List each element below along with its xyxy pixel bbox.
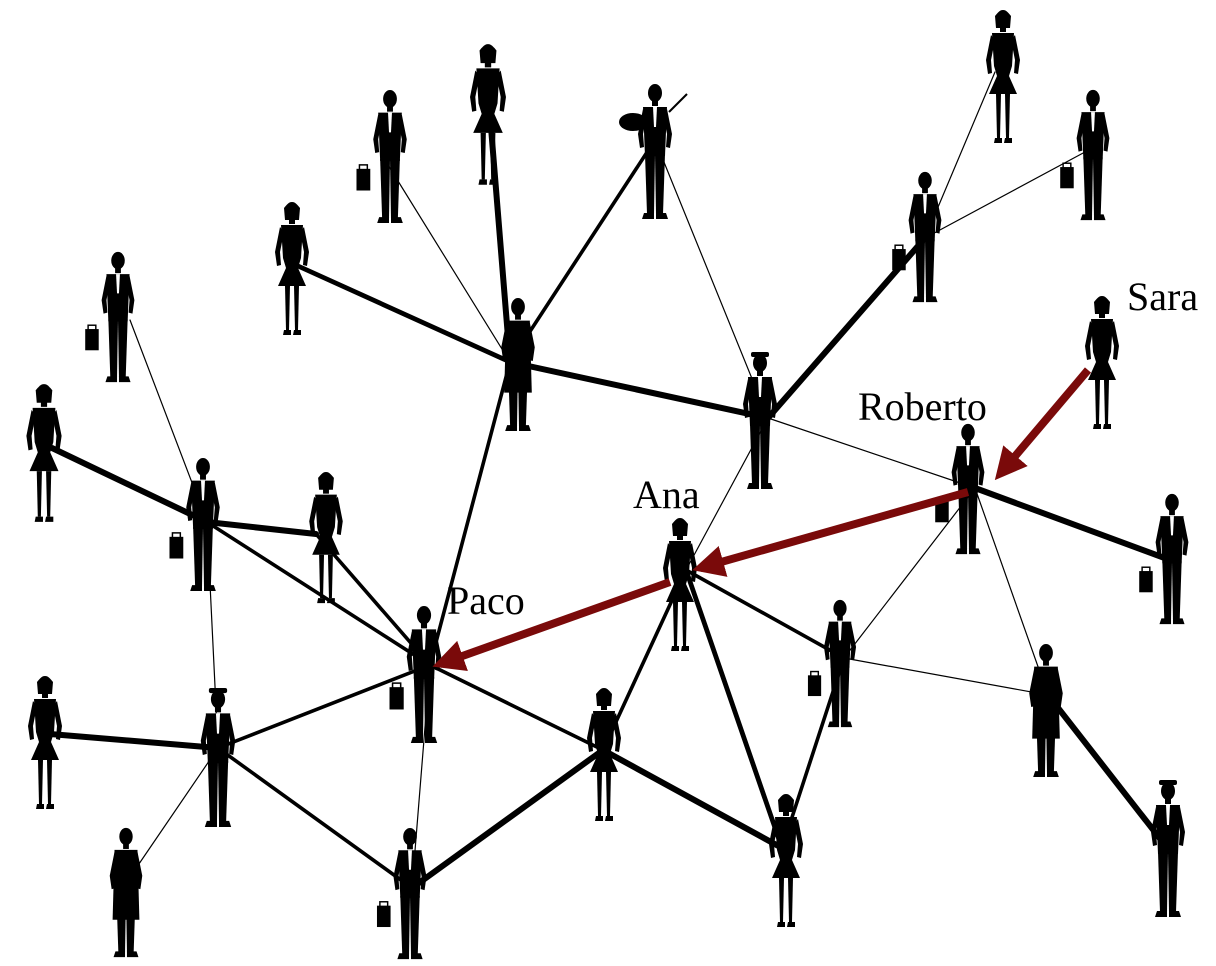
edge-woman_bottom_center-woman_bottom_mid xyxy=(600,747,785,851)
person-man-top-left xyxy=(356,89,407,224)
edge-woman_far_left-man_left_mid xyxy=(49,445,210,525)
person-officer-bottom-right xyxy=(1151,780,1185,917)
person-man-coat-bottom-left xyxy=(109,827,143,958)
edge-roberto-man_right_mid xyxy=(843,487,976,659)
edge-man_gesture_right-officer_bottom_right xyxy=(1045,692,1168,848)
edge-officer_center-roberto xyxy=(767,417,976,489)
edge-paco-officer_left xyxy=(216,663,432,750)
person-woman-bottom-mid xyxy=(769,794,803,927)
edge-roberto-man_walking_right xyxy=(972,485,1173,563)
path-arrow-ana-to-paco xyxy=(432,578,672,672)
edge-paco-woman_bottom_center xyxy=(428,663,605,752)
person-man-walking-bottom xyxy=(376,827,427,960)
edge-man_coat_center-officer_center xyxy=(507,359,771,421)
labels-layer: Sara Roberto Ana Paco xyxy=(447,274,1198,623)
edge-woman_left_upper-man_coat_center xyxy=(295,263,513,365)
edge-man_left_mid-paco xyxy=(205,520,432,667)
person-man-left-mid xyxy=(169,457,220,592)
nodes-layer xyxy=(26,10,1189,960)
label-sara: Sara xyxy=(1127,274,1198,319)
person-woman-left-mid xyxy=(309,471,343,604)
person-man-sitting-top xyxy=(892,171,942,303)
person-painter xyxy=(619,84,688,219)
person-officer-left xyxy=(200,688,236,827)
person-woman-far-left xyxy=(26,384,62,522)
person-man-right-mid xyxy=(807,599,857,728)
person-man-gesture-right xyxy=(1029,643,1063,778)
edge-woman_bottom_left-officer_left xyxy=(47,731,221,751)
person-man-top-right xyxy=(1060,89,1110,221)
edge-officer_left-man_walking_bottom xyxy=(216,746,414,890)
edge-ana-man_right_mid xyxy=(684,568,846,660)
path-arrow-sara-to-roberto xyxy=(994,367,1092,481)
person-man-walking-right xyxy=(1139,493,1189,625)
edge-painter-officer_center xyxy=(654,139,769,419)
person-woman-left-upper xyxy=(275,202,309,335)
person-woman-top-right xyxy=(986,10,1020,143)
edge-man_top_left-man_coat_center xyxy=(384,159,511,363)
edge-man_coat_center-paco xyxy=(428,360,512,667)
person-officer-center xyxy=(743,352,777,489)
person-sara xyxy=(1085,296,1119,429)
person-roberto xyxy=(935,423,985,555)
label-roberto: Roberto xyxy=(858,384,987,429)
edge-ana-woman_bottom_mid xyxy=(683,567,785,851)
edge-man_right_mid-man_gesture_right xyxy=(843,657,1049,696)
edge-officer_left-man_coat_bottom_left xyxy=(127,747,219,881)
person-woman-bottom-center xyxy=(587,688,621,821)
path-layer xyxy=(432,367,1092,672)
label-paco: Paco xyxy=(447,578,525,623)
edge-man_top_right-man_sitting_top xyxy=(924,151,1086,239)
path-arrow-roberto-to-ana xyxy=(692,488,970,577)
edge-roberto-man_gesture_right xyxy=(974,487,1049,696)
edge-painter-man_coat_center xyxy=(508,138,657,364)
edge-woman_bottom_center-man_walking_bottom xyxy=(409,747,606,891)
person-man-sitting-left xyxy=(85,251,135,383)
person-woman-bottom-left xyxy=(28,676,62,809)
person-man-coat-center xyxy=(501,297,535,432)
label-ana: Ana xyxy=(633,472,700,517)
edge-man_left_mid-woman_left_mid xyxy=(204,519,319,537)
person-woman-top-center xyxy=(470,44,506,185)
